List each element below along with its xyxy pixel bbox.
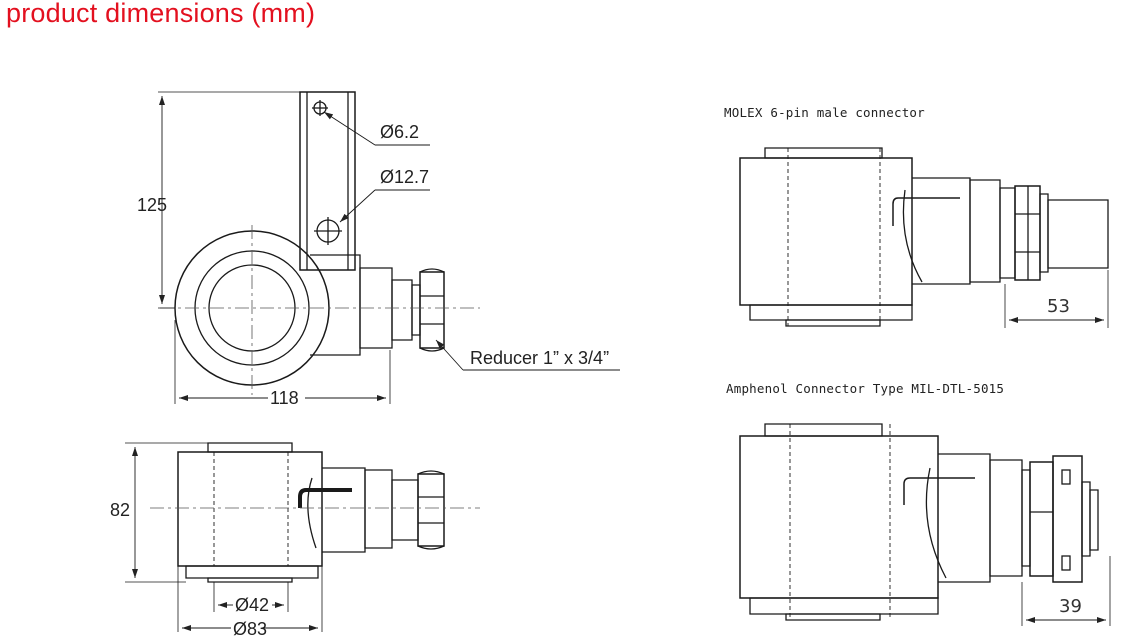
- amphenol-connector-view: [739, 423, 1111, 626]
- dimension-hole-12-7: Ø12.7: [380, 167, 429, 187]
- page-title: product dimensions (mm): [6, 0, 316, 28]
- dimension-hole-6-2: Ø6.2: [380, 122, 419, 142]
- dimension-125: 125: [137, 195, 167, 215]
- molex-connector-view: [739, 147, 1109, 328]
- dimension-diameter-42: Ø42: [235, 595, 269, 615]
- dimension-118: 118: [270, 388, 299, 408]
- top-left-view: [158, 91, 620, 404]
- dimension-53: 53: [1047, 296, 1070, 317]
- dimension-diameter-83: Ø83: [233, 619, 267, 639]
- bottom-left-view: [125, 442, 480, 632]
- amphenol-connector-caption: Amphenol Connector Type MIL-DTL-5015: [726, 381, 1005, 396]
- dimension-39: 39: [1059, 596, 1082, 617]
- molex-connector-caption: MOLEX 6-pin male connector: [724, 105, 925, 120]
- reducer-label: Reducer 1” x 3/4”: [470, 348, 609, 368]
- dimension-82: 82: [110, 500, 130, 520]
